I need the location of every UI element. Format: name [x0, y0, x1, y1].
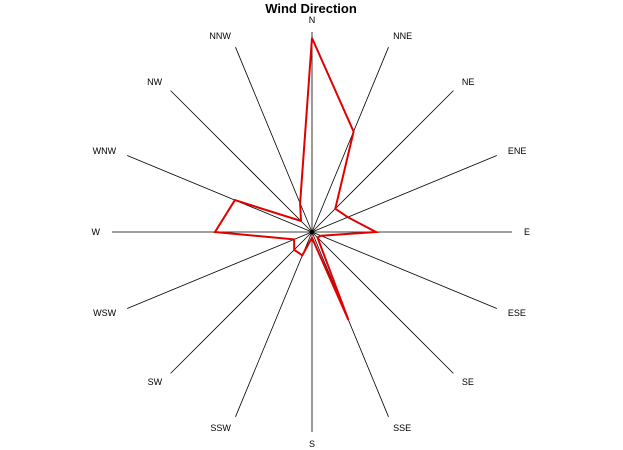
data-point-nw: [300, 220, 302, 222]
data-point-ese: [320, 234, 322, 237]
spoke-sw: [170, 231, 313, 374]
direction-label-ene: ENE: [508, 146, 527, 156]
series-line-0: [213, 37, 380, 321]
direction-label-wsw: WSW: [93, 308, 116, 318]
spoke-se: [311, 231, 454, 374]
data-point-w: [214, 231, 216, 233]
data-point-ne: [334, 207, 337, 210]
data-point-ssw: [301, 254, 304, 257]
direction-labels: N NNE NE ENE E ESE SE SSE S SSW SW WSW W WNW NW NNW: [92, 15, 531, 449]
direction-label-n: N: [309, 15, 316, 25]
data-point-n: [311, 37, 313, 39]
data-point-ene: [347, 216, 349, 218]
direction-label-se: SE: [462, 377, 474, 387]
direction-label-s: S: [309, 439, 315, 449]
data-point-sse: [347, 319, 350, 321]
spoke-sse: [311, 231, 389, 417]
spoke-ene: [311, 155, 497, 233]
spoke-nne: [311, 47, 389, 233]
spoke-wsw: [127, 231, 313, 309]
direction-label-ssw: SSW: [210, 423, 231, 433]
radar-spokes: [112, 32, 512, 432]
direction-label-e: E: [524, 227, 530, 237]
spoke-nw: [170, 90, 313, 233]
direction-label-nnw: NNW: [209, 31, 231, 41]
spoke-ne: [311, 90, 454, 233]
data-point-sw: [293, 249, 296, 251]
direction-label-nne: NNE: [393, 31, 412, 41]
data-point-wsw: [293, 238, 295, 241]
direction-label-sw: SW: [148, 377, 163, 387]
direction-label-nw: NW: [147, 77, 162, 87]
direction-label-sse: SSE: [393, 423, 411, 433]
center-hub: [310, 230, 314, 234]
spoke-ssw: [235, 231, 313, 417]
chart-title: Wind Direction: [265, 1, 357, 16]
data-point-s: [311, 237, 313, 239]
spoke-wnw: [127, 155, 313, 233]
direction-label-ne: NE: [462, 77, 475, 87]
direction-label-w: W: [92, 227, 101, 237]
spoke-ese: [311, 231, 497, 309]
data-series-group: [213, 37, 380, 321]
direction-label-ese: ESE: [508, 308, 526, 318]
data-point-nne: [352, 130, 355, 133]
data-point-nnw: [299, 202, 301, 205]
direction-label-wnw: WNW: [93, 146, 117, 156]
data-point-se: [316, 236, 319, 239]
data-point-wnw: [234, 199, 236, 201]
data-point-e: [375, 231, 377, 233]
